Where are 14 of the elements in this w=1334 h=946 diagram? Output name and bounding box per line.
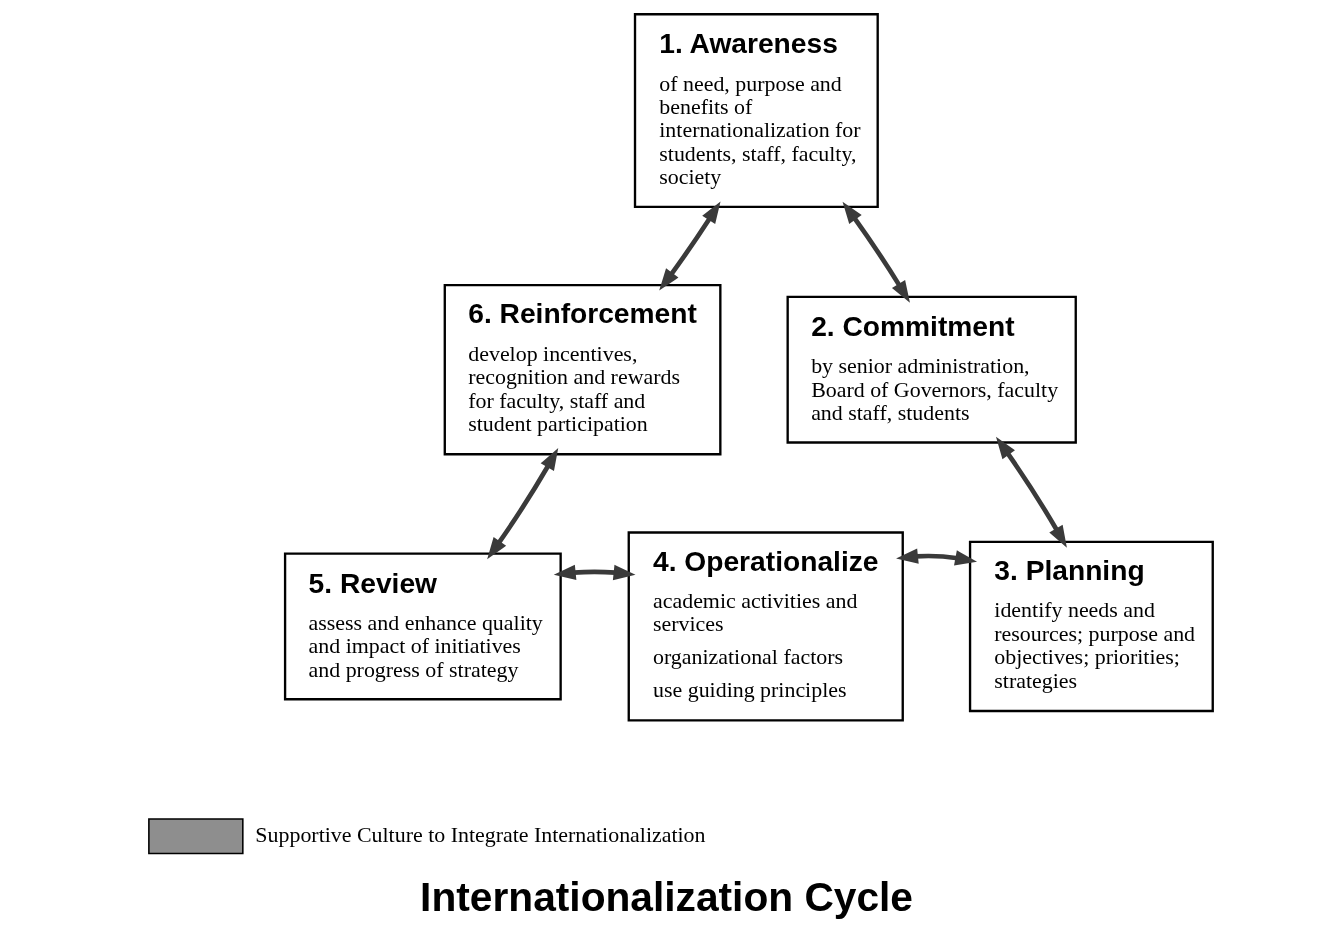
node-box: 4. Operationalize academic activities and services organizational factors use guiding principles — [627, 531, 904, 722]
legend-label: Supportive Culture to Integrate Internationalization — [254, 822, 706, 848]
node-box: 2. Commitment by senior administration, Board of Governors, faculty and staff, students — [786, 295, 1077, 444]
node-box: 1. Awareness of need, purpose and benefits of internationalization for students, staff, faculty, society — [633, 13, 879, 208]
node-box: 5. Review assess and enhance quality and impact of initiatives and progress of strategy — [283, 552, 562, 701]
arrow — [553, 564, 636, 581]
node-box: 3. Planning identify needs and resources; purpose and objectives; priorities; strategies — [968, 540, 1214, 713]
node-box: 6. Reinforcement develop incentives, recognition and rewards for faculty, staff and student participation — [443, 283, 721, 456]
caption: Internationalization Cycle — [419, 874, 913, 921]
arrow — [842, 201, 910, 303]
arrow — [658, 201, 721, 291]
arrow — [895, 548, 977, 566]
arrow — [486, 448, 558, 560]
arrow — [995, 436, 1067, 548]
